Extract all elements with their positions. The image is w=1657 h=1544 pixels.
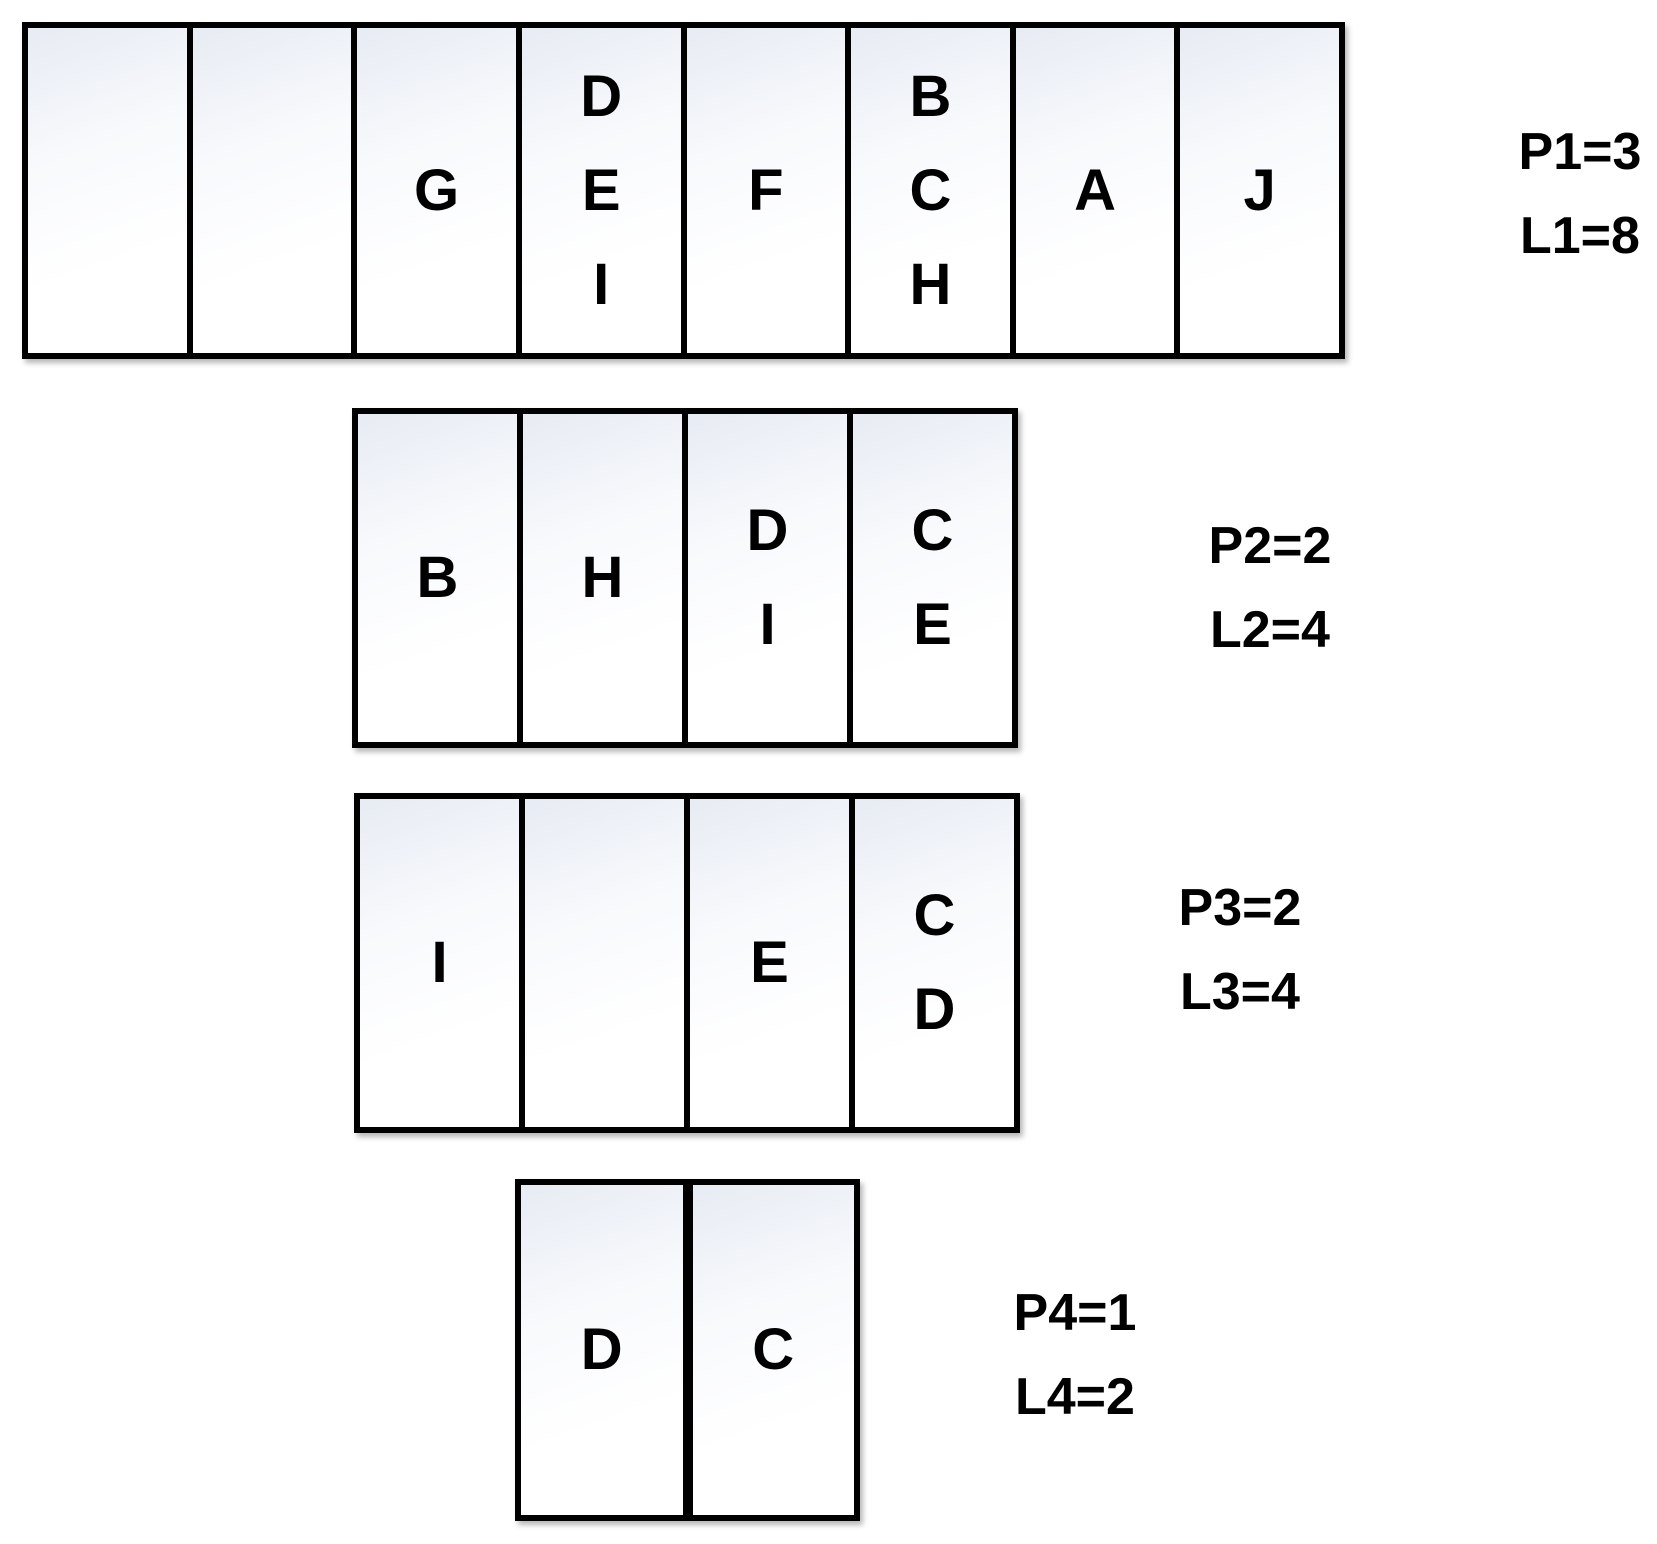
level-1-p-label: P1=3: [1518, 123, 1642, 181]
bucket-key: C: [752, 1317, 795, 1382]
bucket-key: C: [911, 498, 954, 563]
bucket-key: E: [581, 157, 621, 223]
bucket-key: A: [1074, 157, 1116, 223]
bucket-key: D: [580, 1317, 623, 1382]
level-1-l-label: L1=8: [1520, 207, 1640, 265]
bucket-key: D: [580, 63, 623, 129]
bucket-cell: [192, 28, 358, 353]
level-3-l-label: L3=4: [1180, 963, 1300, 1021]
bucket-cell: D: [521, 1185, 693, 1515]
bucket-key: D: [913, 977, 956, 1042]
bucket-key: E: [913, 592, 952, 657]
bucket-cell: G: [357, 28, 522, 353]
bucket-key: H: [581, 545, 624, 610]
level-2-l-label: L2=4: [1210, 601, 1330, 659]
bucket-key: H: [909, 251, 952, 317]
bucket-key: I: [759, 592, 776, 657]
bucket-cell: [28, 28, 193, 353]
level-2-p-label: P2=2: [1208, 517, 1332, 575]
bucket-cell: F: [686, 28, 852, 353]
bucket-key: C: [913, 883, 956, 948]
level-4-l-label: L4=2: [1015, 1368, 1135, 1426]
bucket-cell: I: [360, 799, 525, 1127]
bucket-key: F: [748, 157, 784, 223]
level-4-p-label: P4=1: [1013, 1284, 1137, 1342]
bucket-key: G: [414, 157, 460, 223]
level-4-stats: P4=1 L4=2: [995, 1271, 1155, 1439]
bucket-cell: A: [1015, 28, 1181, 353]
bucket-key: B: [416, 545, 459, 610]
level-3-p-label: P3=2: [1178, 879, 1302, 937]
bucket-cell: C: [692, 1185, 854, 1515]
bucket-key: J: [1243, 157, 1276, 223]
bucket-cell: H: [523, 414, 688, 742]
bucket-key: D: [746, 498, 789, 563]
bucket-key: C: [909, 157, 952, 223]
bucket-cell: [525, 799, 690, 1127]
bucket-key: B: [909, 63, 952, 129]
bucket-cell: J: [1180, 28, 1339, 353]
bucket-cell: E: [690, 799, 855, 1127]
bucket-key: I: [593, 251, 610, 317]
bucket-cell: B: [358, 414, 523, 742]
level-1-stats: P1=3 L1=8: [1500, 110, 1657, 278]
bucket-key: E: [750, 930, 789, 995]
bucket-key: I: [431, 930, 448, 995]
level-3-stats: P3=2 L3=4: [1160, 866, 1320, 1034]
level-2-stats: P2=2 L2=4: [1190, 504, 1350, 672]
